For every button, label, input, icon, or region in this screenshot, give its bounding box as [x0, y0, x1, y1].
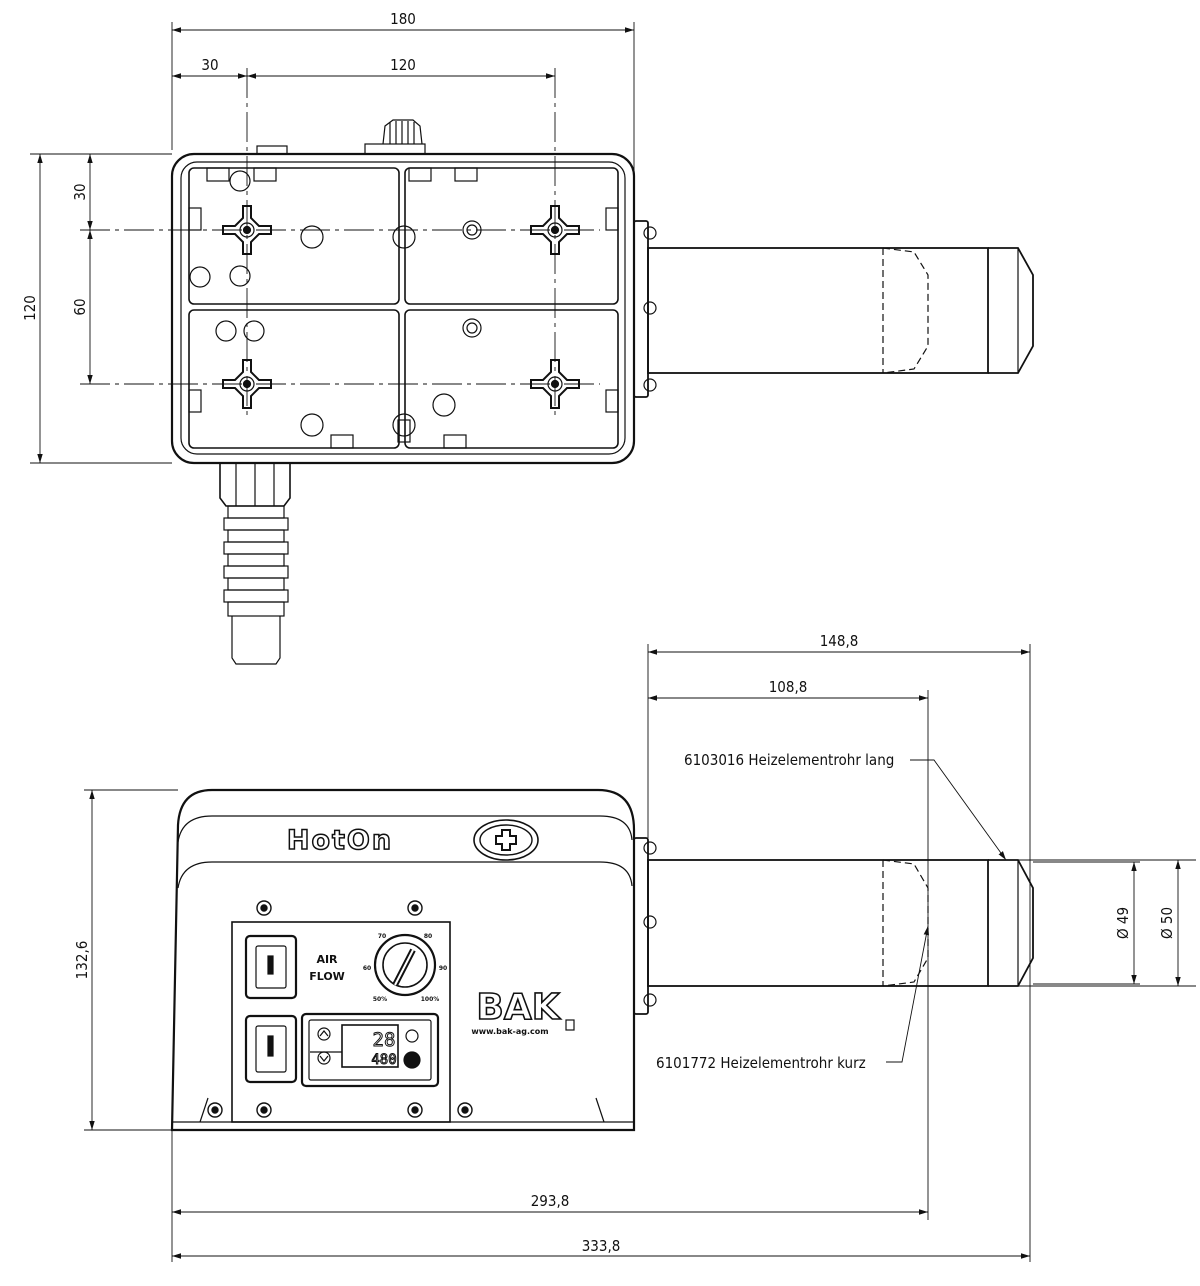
front-heater-tube — [647, 859, 989, 987]
dim-293-8: 293,8 — [531, 1192, 570, 1210]
top-heater-tube — [647, 247, 989, 374]
front-housing — [170, 788, 636, 1132]
scale-60: 60 — [363, 965, 371, 972]
scale-80: 80 — [424, 933, 432, 940]
dim-30-horizontal: 30 — [201, 56, 218, 74]
top-view — [80, 68, 1034, 665]
scale-100-percent: 100% — [421, 996, 440, 1003]
dim-148-8: 148,8 — [820, 632, 859, 650]
set-button[interactable] — [403, 1051, 421, 1069]
dim-30-vertical: 30 — [71, 183, 89, 200]
top-housing-outer — [170, 152, 636, 465]
dimension-lines — [30, 22, 1196, 1262]
display-panel — [300, 1012, 440, 1088]
top-housing-inner — [180, 161, 626, 455]
power-switch-lower[interactable] — [244, 1014, 298, 1084]
dim-333-8: 333,8 — [582, 1237, 621, 1255]
bak-website: www.bak-ag.com — [471, 1027, 548, 1036]
scale-90: 90 — [439, 965, 447, 972]
dim-diameter-50: Ø 50 — [1158, 907, 1176, 939]
down-button[interactable] — [317, 1051, 331, 1065]
mode-button[interactable] — [405, 1029, 419, 1043]
dim-132-6: 132,6 — [73, 941, 91, 980]
dimension-labels: 180 30 120 120 30 60 148,8 108,8 132,6 2… — [21, 10, 1176, 1255]
device-labels: HotOn AIR FLOW 70 80 60 90 50% 100% 28 4… — [286, 824, 561, 1068]
plus-badge — [473, 819, 539, 861]
dim-180: 180 — [390, 10, 416, 28]
lcd-screen — [341, 1024, 399, 1068]
airflow-knob[interactable] — [373, 933, 437, 997]
display-value-bottom: 480 — [371, 1052, 396, 1068]
front-view — [170, 788, 1034, 1132]
airflow-label-flow: FLOW — [309, 970, 345, 983]
control-panel — [231, 921, 451, 1123]
airflow-label-air: AIR — [316, 953, 338, 966]
dim-120-horizontal: 120 — [390, 56, 416, 74]
dim-60-vertical: 60 — [71, 298, 89, 315]
dim-diameter-49: Ø 49 — [1114, 907, 1132, 939]
dim-108-8: 108,8 — [769, 678, 808, 696]
brand-name: HotOn — [287, 825, 393, 856]
display-value-top: 28 — [373, 1029, 396, 1051]
scale-70: 70 — [378, 933, 386, 940]
dim-120-vertical: 120 — [21, 295, 39, 321]
callout-long-tube: 6103016 Heizelementrohr lang — [684, 751, 894, 769]
power-switch-upper[interactable] — [244, 934, 298, 1000]
scale-50-percent: 50% — [373, 996, 387, 1003]
callout-short-tube: 6101772 Heizelementrohr kurz — [656, 1054, 866, 1072]
bak-logo: BAK — [476, 987, 560, 1028]
up-button[interactable] — [317, 1027, 331, 1041]
